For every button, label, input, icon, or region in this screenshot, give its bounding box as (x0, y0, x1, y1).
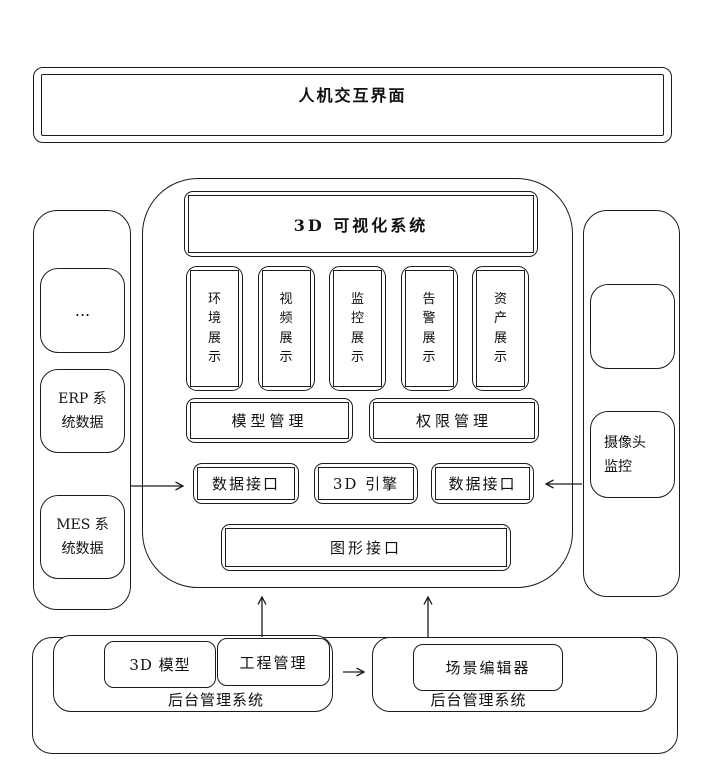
engine-3d-label: 3D 引擎 (318, 467, 414, 500)
camera-line-1: 摄像头 (604, 434, 646, 451)
erp-line-1: ERP 系 (58, 391, 107, 407)
camera-panel: 摄像头 监控 (583, 210, 680, 597)
display-module-monitor-label: 监控展示 (350, 291, 364, 366)
backend-label-right: 后台管理系统 (430, 691, 527, 709)
graphics-interface-box: 图形接口 (221, 524, 511, 571)
camera-line-2: 监控 (604, 458, 632, 475)
data-interface-right-box: 数据接口 (431, 463, 534, 504)
bottom-section (32, 637, 678, 754)
data-interface-right-label: 数据接口 (435, 467, 530, 500)
data-interface-left-label: 数据接口 (197, 467, 295, 500)
permission-management-box: 权限管理 (369, 398, 539, 443)
engine-3d-box: 3D 引擎 (314, 463, 418, 504)
hmi-banner: 人机交互界面 (33, 67, 672, 143)
display-module-monitor: 监控展示 (329, 266, 386, 391)
scene-editor-label: 场景编辑器 (445, 659, 531, 677)
backend-label-left: 后台管理系统 (167, 691, 264, 709)
central-system-container: 3D 可视化系统 环境展示 视频展示 监控展示 告警展示 资产展示 模型管理 权… (142, 178, 573, 588)
display-module-environment-label: 环境展示 (207, 291, 221, 366)
model-management-box: 模型管理 (186, 398, 353, 443)
system-title-box: 3D 可视化系统 (184, 191, 538, 257)
other-data-item: ... (40, 268, 125, 353)
data-interface-left-box: 数据接口 (193, 463, 299, 504)
display-module-alarm-label: 告警展示 (422, 291, 436, 366)
project-management-box: 工程管理 (217, 638, 330, 686)
backend-group-left: 3D 模型 工程管理 后台管理系统 (53, 635, 333, 712)
mes-line-2: 统数据 (61, 541, 104, 557)
display-module-video: 视频展示 (257, 266, 315, 391)
camera-placeholder-item (590, 284, 675, 369)
display-module-row: 环境展示 视频展示 监控展示 告警展示 资产展示 (186, 266, 529, 391)
hmi-banner-title: 人机交互界面 (41, 74, 664, 136)
display-module-alarm: 告警展示 (400, 266, 458, 391)
display-module-video-label: 视频展示 (279, 291, 293, 366)
display-module-asset: 资产展示 (472, 266, 529, 391)
project-management-label: 工程管理 (239, 653, 308, 672)
graphics-interface-label: 图形接口 (225, 528, 507, 567)
other-data-label: ... (74, 300, 91, 320)
external-data-panel: ... ERP 系 统数据 MES 系 统数据 (33, 210, 131, 610)
system-title: 3D 可视化系统 (188, 195, 534, 253)
display-module-environment: 环境展示 (186, 266, 243, 391)
erp-data-item: ERP 系 统数据 (40, 369, 125, 453)
permission-management-label: 权限管理 (373, 402, 535, 439)
model-management-label: 模型管理 (190, 402, 349, 439)
mes-line-1: MES 系 (56, 517, 109, 533)
model-3d-box: 3D 模型 (104, 641, 216, 688)
camera-monitor-item: 摄像头 监控 (590, 411, 675, 498)
backend-group-right: 场景编辑器 后台管理系统 (372, 637, 657, 712)
display-module-asset-label: 资产展示 (493, 291, 507, 366)
model-3d-label: 3D 模型 (129, 656, 191, 674)
mes-data-item: MES 系 统数据 (40, 495, 125, 579)
erp-line-2: 统数据 (61, 415, 104, 431)
scene-editor-box: 场景编辑器 (413, 644, 563, 691)
